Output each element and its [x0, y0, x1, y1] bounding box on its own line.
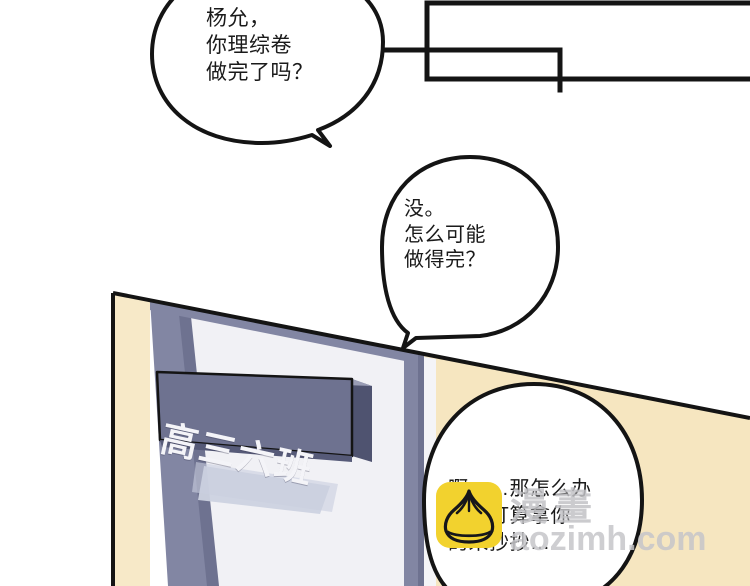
speech-bubble-1 — [150, 0, 385, 148]
sign-side — [352, 379, 372, 462]
ceiling-linework — [370, 0, 750, 93]
wall-outline-top — [112, 291, 750, 420]
glass-reflection-2 — [192, 462, 338, 512]
bubble-3-shape — [422, 382, 644, 586]
sign-bottom-shade — [160, 440, 352, 462]
bubble-2-shape — [380, 155, 560, 350]
door-frame-right-shadow — [418, 355, 424, 586]
bubble-1-shape — [150, 0, 385, 148]
speech-bubble-3 — [422, 382, 644, 586]
classroom-sign — [155, 370, 372, 462]
speech-bubble-2 — [380, 155, 560, 350]
wall-edge-strip — [113, 293, 160, 586]
